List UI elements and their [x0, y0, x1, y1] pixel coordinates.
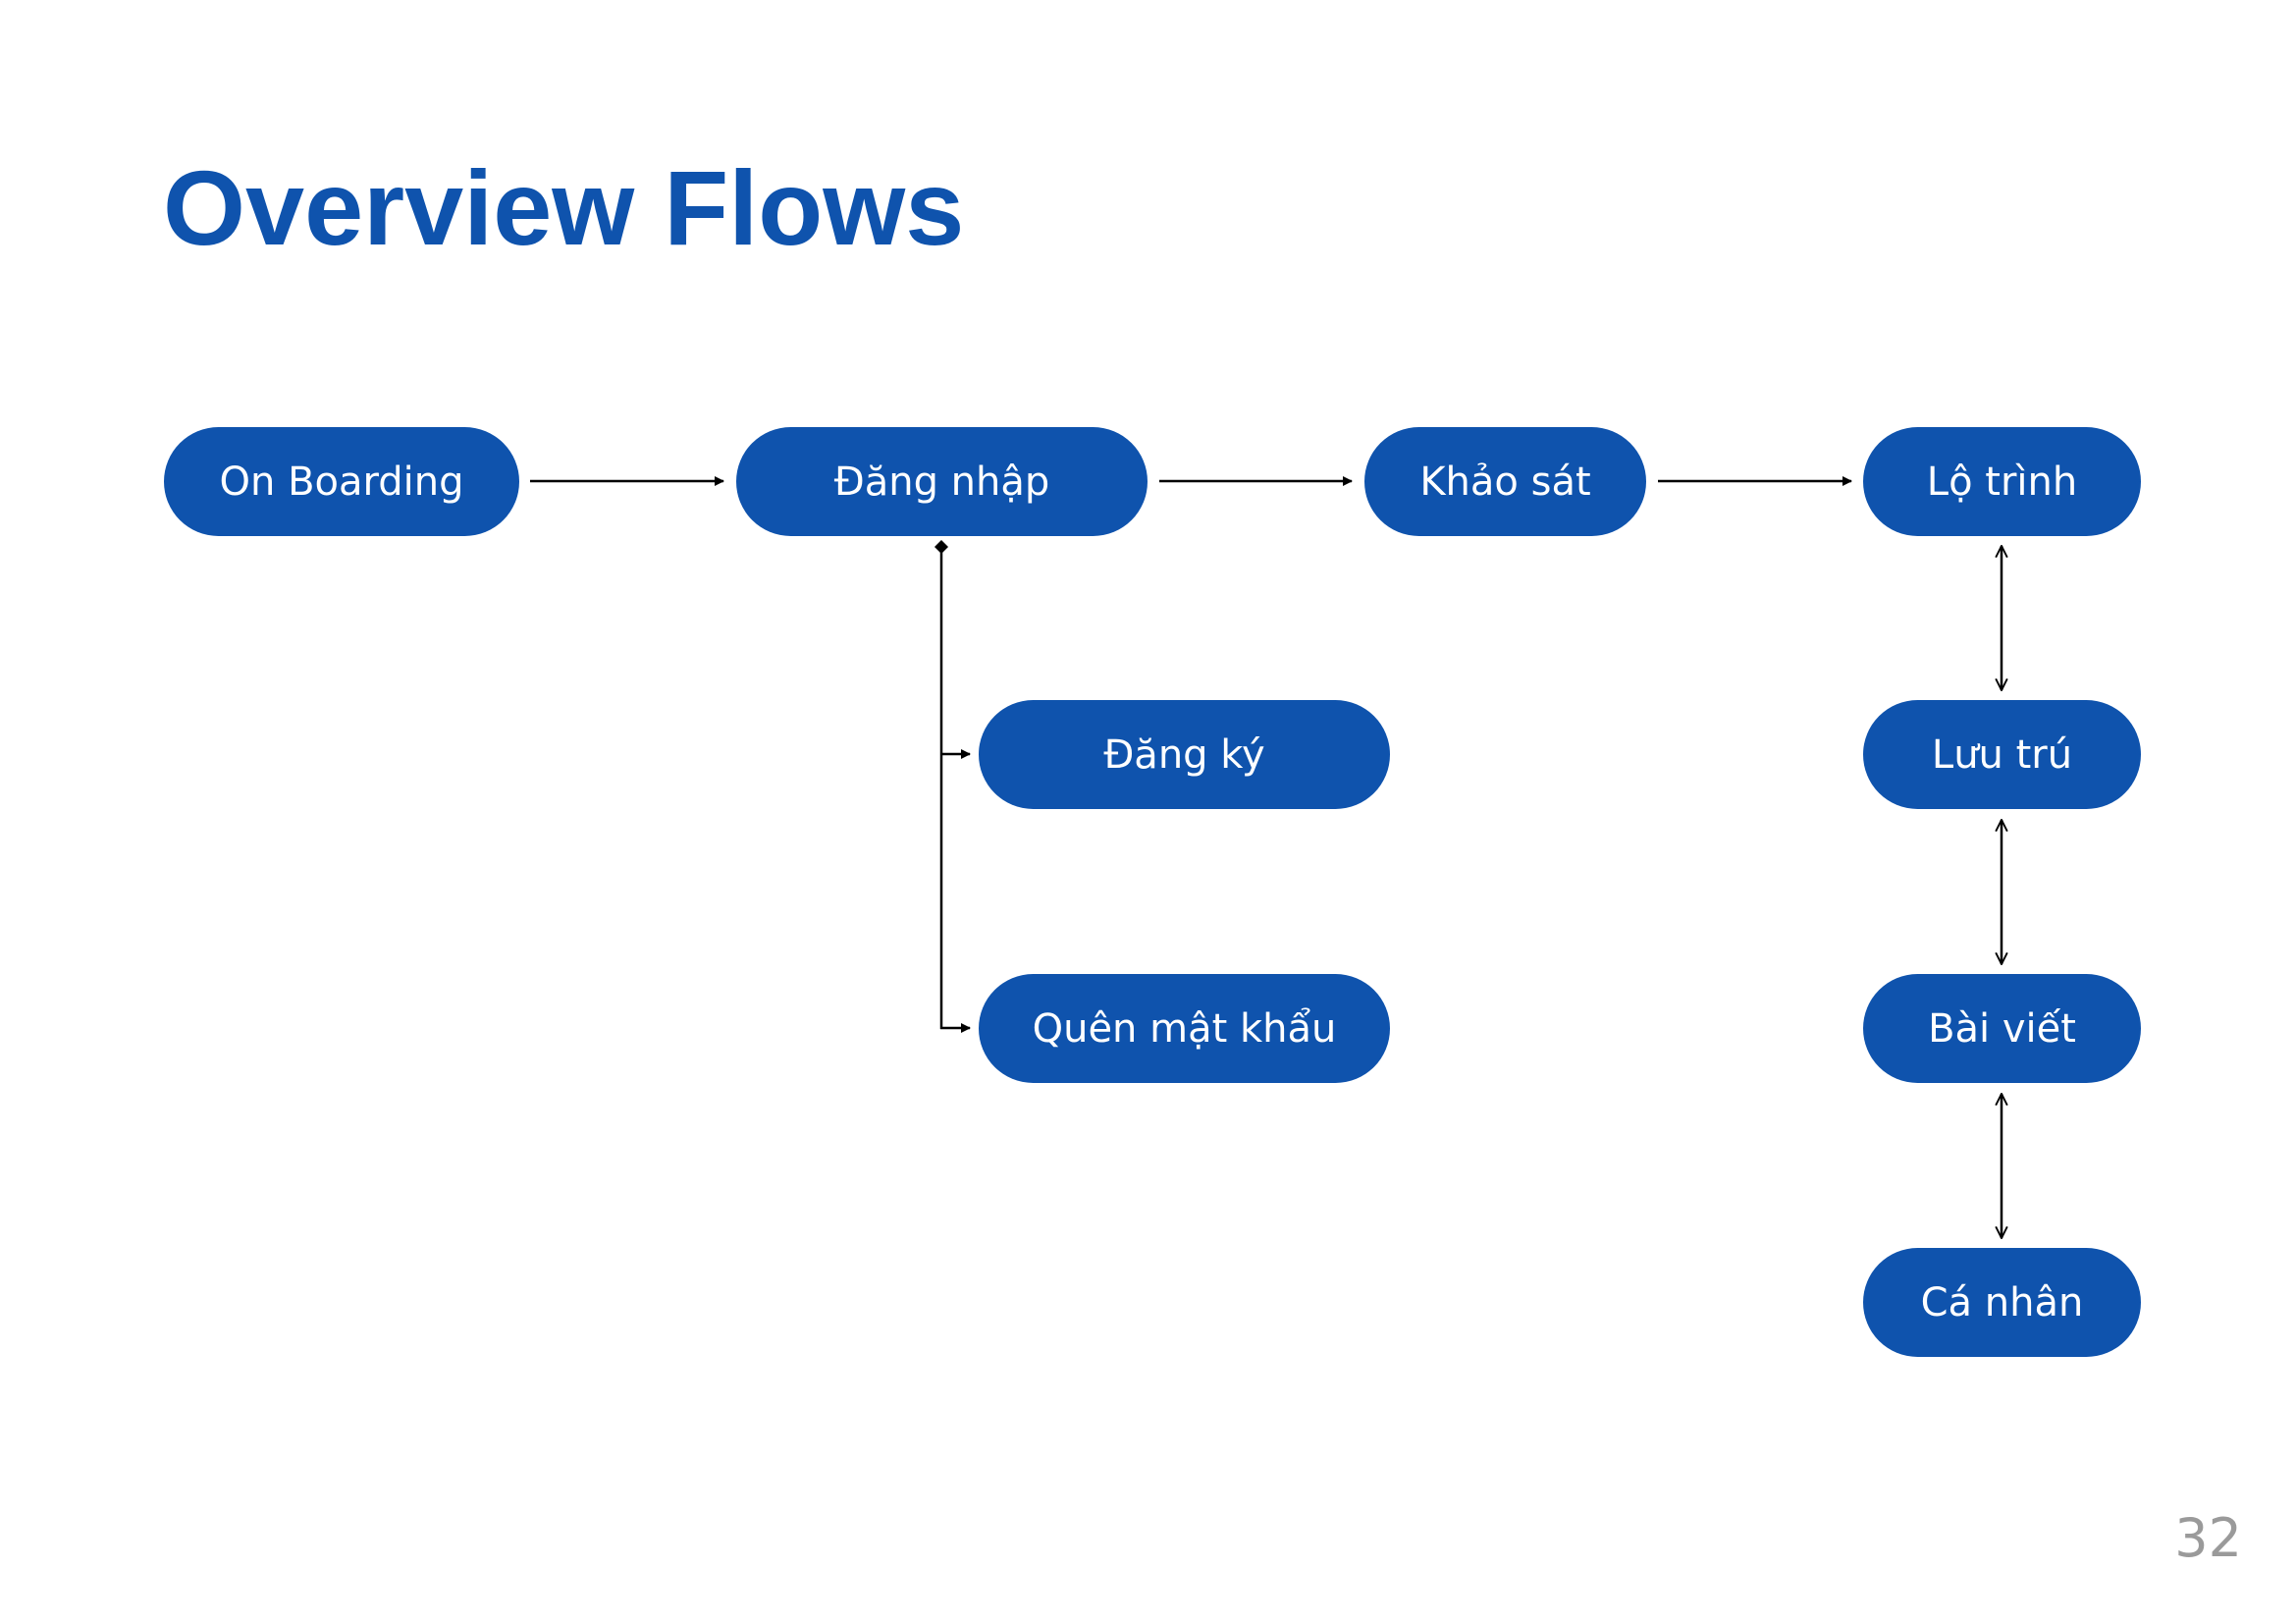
page-number: 32: [2174, 1507, 2242, 1569]
node-dang-nhap[interactable]: Đăng nhập: [736, 427, 1148, 536]
node-khao-sat[interactable]: Khảo sát: [1364, 427, 1646, 536]
node-dang-ky[interactable]: Đăng ký: [979, 700, 1390, 809]
node-luu-tru[interactable]: Lưu trú: [1863, 700, 2141, 809]
page-title: Overview Flows: [163, 148, 965, 267]
branch-diamond-icon: [934, 540, 948, 554]
node-lo-trinh[interactable]: Lộ trình: [1863, 427, 2141, 536]
node-on-boarding[interactable]: On Boarding: [164, 427, 519, 536]
node-bai-viet[interactable]: Bài viết: [1863, 974, 2141, 1083]
node-ca-nhan[interactable]: Cá nhân: [1863, 1248, 2141, 1357]
node-quen-mat-khau[interactable]: Quên mật khẩu: [979, 974, 1390, 1083]
